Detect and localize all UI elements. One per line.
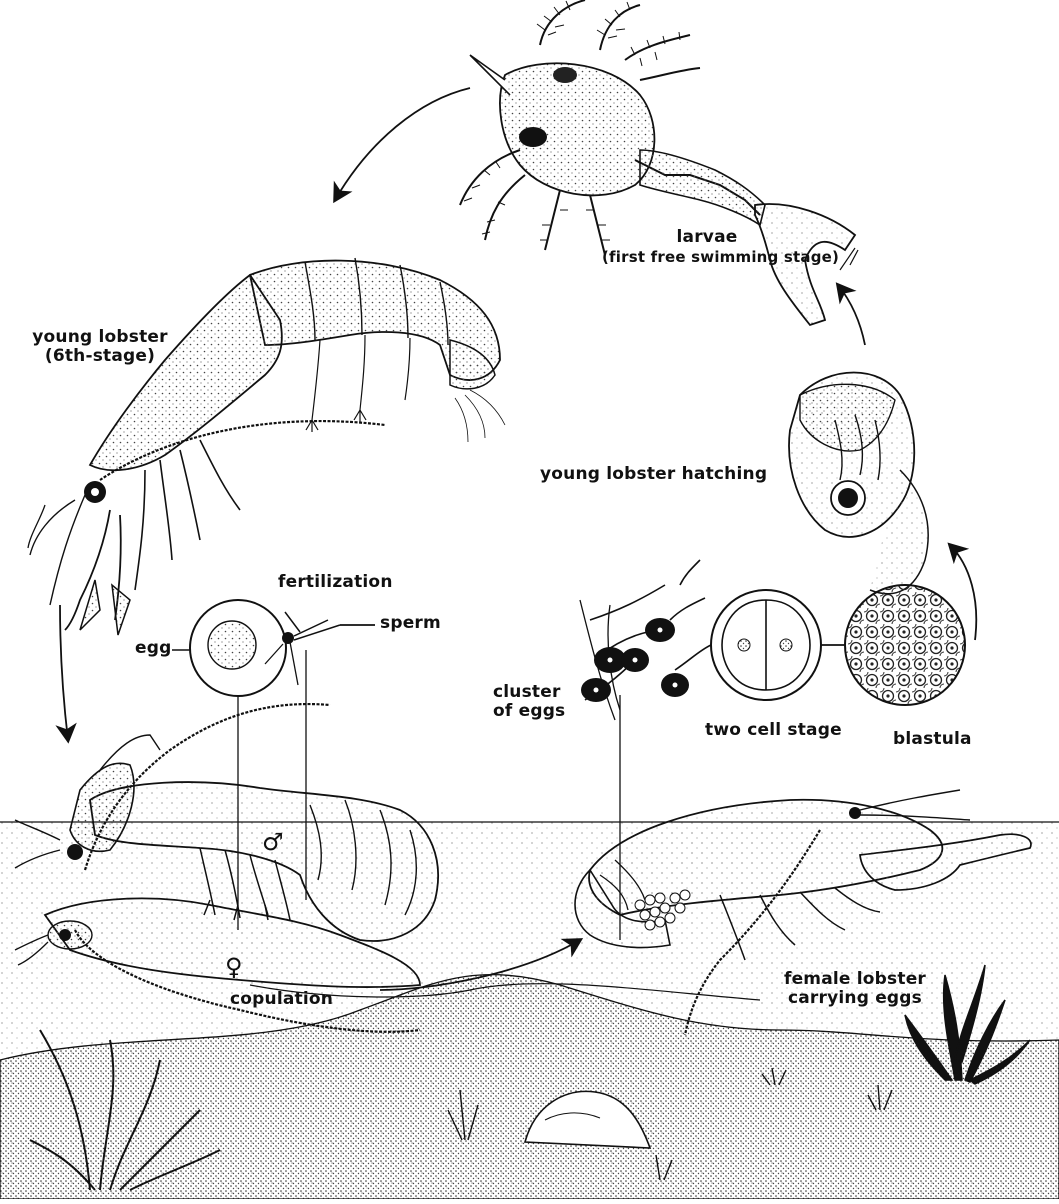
label-copulation: copulation xyxy=(230,990,333,1009)
label-egg: egg xyxy=(135,639,171,658)
young-lobster-6th-stage xyxy=(28,258,505,635)
blastula-cell xyxy=(845,585,965,705)
label-female-line1: female lobster xyxy=(780,970,930,989)
label-blastula: blastula xyxy=(893,730,972,749)
arrow-larva-to-young xyxy=(335,88,470,200)
arrow-hatching-to-larva xyxy=(838,285,865,345)
label-young-lobster-line2: (6th-stage) xyxy=(30,347,170,366)
label-larvae-line2: (first free swimming stage) xyxy=(602,248,822,267)
label-two-cell-stage: two cell stage xyxy=(705,721,842,740)
label-larvae: larvae xyxy=(607,228,807,247)
egg-nucleus xyxy=(208,621,256,669)
label-sperm: sperm xyxy=(380,614,441,633)
male-symbol: ♂ xyxy=(262,828,284,856)
label-fertilization: fertilization xyxy=(278,573,393,592)
egg-cluster xyxy=(580,560,705,720)
sperm-head xyxy=(282,632,294,644)
label-female-carrying: female lobster carrying eggs xyxy=(780,970,930,1008)
arrow-young-to-copulation xyxy=(60,605,68,740)
female-symbol: ♀ xyxy=(225,953,243,981)
label-larvae-sub: (first free swimming stage) xyxy=(602,248,822,267)
label-female-line2: carrying eggs xyxy=(780,989,930,1008)
larva-illustration xyxy=(460,0,858,325)
label-young-lobster-line1: young lobster xyxy=(30,328,170,347)
label-larvae-line1: larvae xyxy=(607,228,807,247)
label-cluster-line1: cluster xyxy=(493,683,565,702)
label-young-lobster: young lobster (6th-stage) xyxy=(30,328,170,366)
hatching-lobster xyxy=(789,373,928,594)
label-hatching: young lobster hatching xyxy=(540,465,767,484)
label-cluster-line2: of eggs xyxy=(493,702,565,721)
label-cluster-of-eggs: cluster of eggs xyxy=(493,683,565,721)
